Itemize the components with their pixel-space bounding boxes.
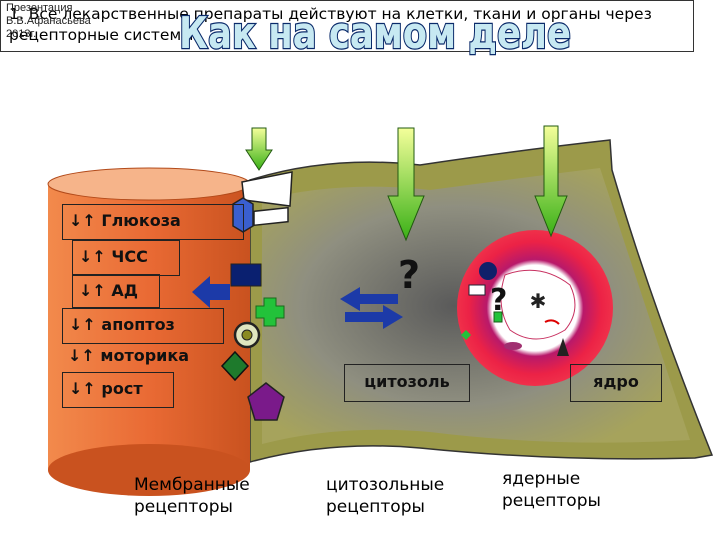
membrane-receptor-cross <box>255 297 285 327</box>
nucleus-dna-icon: ✱ <box>530 291 547 313</box>
effect-growth: ↓↑ рост <box>62 372 174 408</box>
membrane-receptor-box <box>253 206 289 227</box>
effect-heart-rate: ↓↑ ЧСС <box>72 240 180 276</box>
drug-arrow-membrane <box>245 127 273 171</box>
nucleus-small-blob <box>504 342 522 350</box>
question-mark-nucleus: ? <box>490 283 507 318</box>
zone-nucleus: ядро <box>570 364 662 402</box>
nuclear-receptor-box <box>468 284 486 296</box>
credit-line-1: Презентация <box>6 2 73 14</box>
effect-motility: ↓↑ моторика <box>62 340 224 374</box>
effect-label: рост <box>101 379 143 398</box>
caption-line: рецепторы <box>134 497 233 517</box>
cytosol-arrow-right <box>345 305 403 329</box>
cytosol-small-diamond <box>461 330 471 340</box>
membrane-receptor-pentagon <box>247 382 285 421</box>
membrane-receptor-ring-core <box>241 329 253 341</box>
zone-cytosol: цитозоль <box>344 364 470 402</box>
effect-arrow-left <box>192 276 230 308</box>
nuclear-receptor-green <box>493 311 503 323</box>
caption-line: ядерные <box>502 469 581 489</box>
caption-line: Мембранные <box>134 475 250 495</box>
effect-apoptosis: ↓↑ апоптоз <box>62 308 224 344</box>
effect-arrows-icon: ↓↑ <box>68 346 95 365</box>
caption-line: рецепторы <box>502 491 601 511</box>
organ-cylinder-bottom <box>48 444 250 496</box>
effect-label: моторика <box>100 346 190 365</box>
credit-line-2: В.В.Афанасьева <box>6 15 91 27</box>
caption-nuclear-receptors: ядерные рецепторы <box>502 468 601 512</box>
effect-blood-pressure: ↓↑ АД <box>72 274 160 308</box>
effect-arrows-icon: ↓↑ <box>69 379 96 398</box>
nuclear-receptor-triangle <box>557 338 569 356</box>
effect-arrows-icon: ↓↑ <box>79 247 106 266</box>
caption-line: цитозольные <box>326 475 445 495</box>
effect-label: апоптоз <box>101 315 175 334</box>
drug-arrow-nucleus <box>534 125 568 238</box>
drug-arrow-cytosol <box>387 127 425 242</box>
slide-title: Как на самом деле <box>178 7 573 60</box>
effect-label: Глюкоза <box>101 211 181 230</box>
slide-title-text: Как на самом деле <box>179 8 571 59</box>
caption-line: рецепторы <box>326 497 425 517</box>
caption-membrane-receptors: Мембранные рецепторы <box>134 474 250 518</box>
organ-cylinder <box>48 184 250 470</box>
author-credit: Презентация В.В.Афанасьева 2013г. <box>6 2 91 41</box>
caption-cytosolic-receptors: цитозольные рецепторы <box>326 474 444 518</box>
cytosol-arrow-left <box>340 287 398 311</box>
effect-glucose: ↓↑ Глюкоза <box>62 204 244 240</box>
membrane-receptor-navy <box>230 263 262 287</box>
effect-arrows-icon: ↓↑ <box>79 281 106 300</box>
nucleus-red-mark <box>544 319 560 325</box>
effect-arrows-icon: ↓↑ <box>69 211 96 230</box>
statement-box: 1. Все лекарственные препараты действуют… <box>0 0 694 52</box>
membrane-receptor-diamond <box>220 350 250 382</box>
effect-label: АД <box>111 281 139 300</box>
effect-label: ЧСС <box>111 247 148 266</box>
organ-cylinder-top <box>47 167 251 201</box>
effect-arrows-icon: ↓↑ <box>69 315 96 334</box>
nuclear-receptor-dot <box>479 262 497 280</box>
membrane-receptor-trapezoid <box>241 171 293 207</box>
question-mark-cytosol: ? <box>398 253 420 297</box>
credit-line-3: 2013г. <box>6 28 37 40</box>
